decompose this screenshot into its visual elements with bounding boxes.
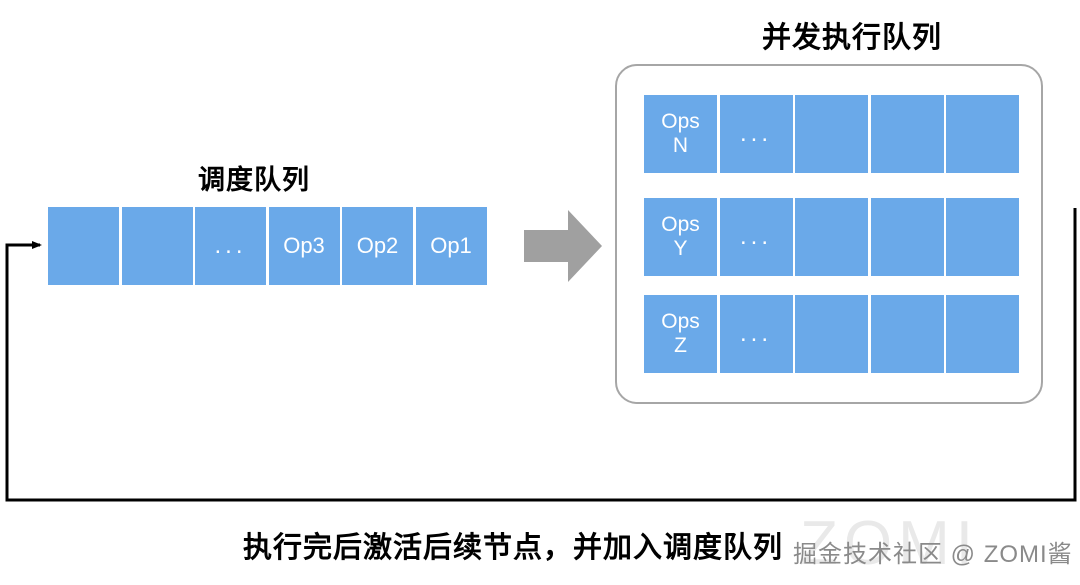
exec-item-empty-box[interactable]	[946, 295, 1019, 373]
op-label-line1: Ops	[661, 110, 700, 134]
watermark-credit: 掘金技术社区 @ ZOMI酱	[793, 541, 1073, 568]
exec-item-empty-box[interactable]	[946, 198, 1019, 276]
dispatch-arrow-icon	[524, 210, 602, 282]
op-label-line2: Z	[674, 334, 687, 357]
exec-item-ellipsis-box[interactable]: ...	[719, 198, 793, 276]
op-label-line1: Ops	[661, 310, 700, 334]
op-label-line1: Ops	[661, 213, 700, 237]
concurrent-queue-title: 并发执行队列	[762, 22, 943, 54]
scheduling-queue-item-ellipsis-box[interactable]: ...	[195, 207, 266, 285]
exec-item-empty-box[interactable]	[870, 95, 944, 173]
op-label: Op2	[356, 232, 399, 258]
scheduling-queue-item-box[interactable]: Op1	[415, 207, 487, 285]
op-label-line2: N	[672, 134, 689, 157]
exec-item-empty-box[interactable]	[870, 295, 944, 373]
exec-item-empty-box[interactable]	[795, 295, 868, 373]
ellipsis-label: ...	[739, 223, 772, 250]
ellipsis-label: ...	[739, 320, 772, 347]
scheduling-queue-item-box[interactable]: Op2	[342, 207, 413, 285]
watermark-backdrop: ZOMI	[800, 509, 979, 578]
scheduling-queue-item-empty-box[interactable]	[48, 207, 119, 285]
op-label: Op3	[283, 232, 325, 258]
ellipsis-label: ...	[739, 120, 772, 147]
exec-item-empty-box[interactable]	[795, 95, 868, 173]
diagram-caption: 执行完后激活后续节点，并加入调度队列	[243, 532, 784, 564]
scheduling-queue: ... Op3 Op2 Op1	[48, 207, 490, 285]
scheduling-queue-title: 调度队列	[198, 165, 310, 195]
exec-item-empty-box[interactable]	[870, 198, 944, 276]
exec-item-ellipsis-box[interactable]: ...	[719, 95, 793, 173]
ellipsis-label: ...	[214, 232, 247, 259]
scheduling-queue-item-empty-box[interactable]	[121, 207, 193, 285]
op-label: Op1	[430, 232, 472, 258]
exec-item-empty-box[interactable]	[946, 95, 1019, 173]
op-label-line2: Y	[673, 237, 688, 260]
exec-item-ellipsis-box[interactable]: ...	[719, 295, 793, 373]
exec-item-empty-box[interactable]	[795, 198, 868, 276]
scheduling-queue-item-box[interactable]: Op3	[268, 207, 340, 285]
